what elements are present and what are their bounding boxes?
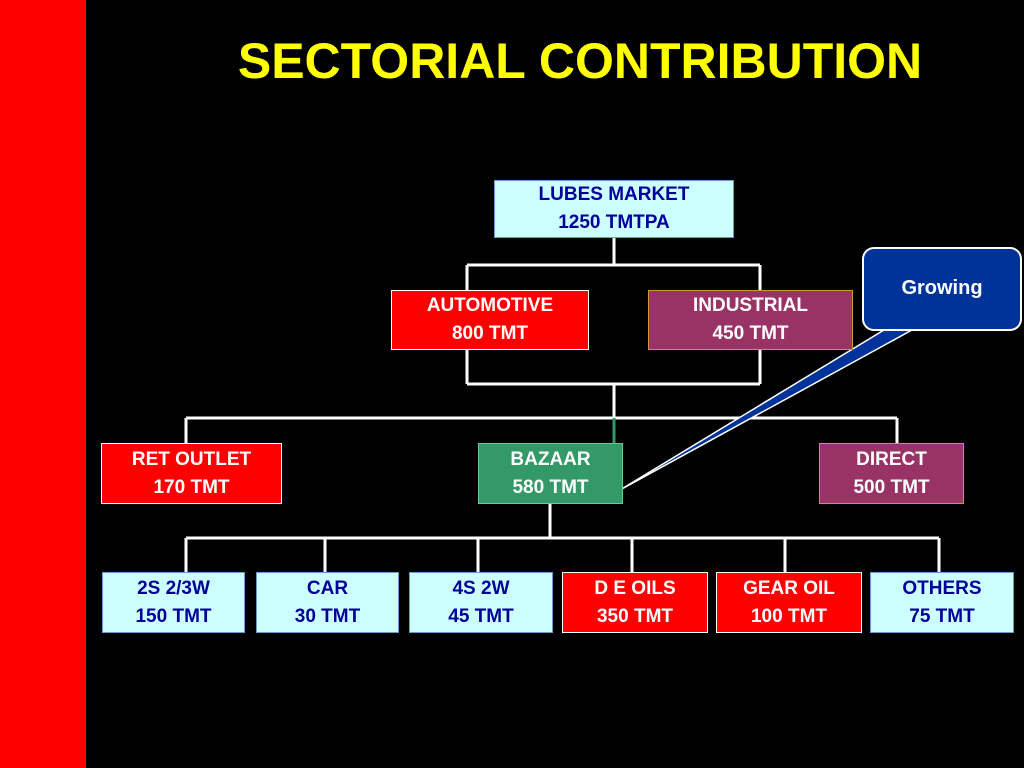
growing-callout: Growing <box>862 247 1022 331</box>
slide-title: SECTORIAL CONTRIBUTION <box>237 33 923 89</box>
side-accent-bar <box>0 0 86 768</box>
